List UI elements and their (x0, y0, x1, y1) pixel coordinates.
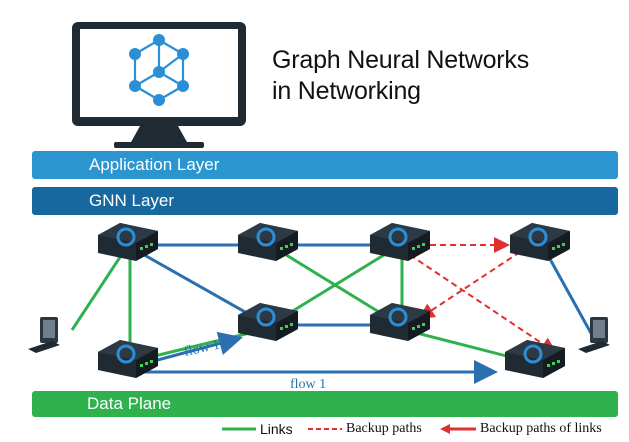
router-icon-3 (368, 221, 432, 263)
network-topology: flow 1 flow 1 (28, 221, 610, 392)
legend-backup-paths: Backup paths (308, 419, 422, 439)
backup-path-r3-r7 (409, 254, 557, 354)
legend-backup-paths-label: Backup paths (346, 421, 422, 436)
flow-label-upper: flow 1 (183, 338, 222, 360)
legend-backup-paths-of-links-label: Backup paths of links (480, 421, 602, 436)
title-line-1: Graph Neural Networks (272, 46, 530, 74)
legend-links: Links (222, 419, 293, 439)
router-icon-8 (503, 338, 567, 380)
link-green-r1-pcleft (70, 244, 130, 331)
flow-upper-arrow (149, 331, 243, 364)
legend-backup-paths-of-links: Backup paths of links (440, 419, 602, 439)
legend-red-dashed-icon (308, 428, 342, 430)
router-icon-5 (236, 301, 300, 343)
title-line-2: in Networking (272, 77, 421, 105)
gnn-layer-bar: GNN Layer (32, 187, 618, 215)
legend-red-arrow-icon (440, 424, 476, 434)
router-icon-1 (96, 221, 160, 263)
data-plane-bar: Data Plane (32, 391, 618, 417)
legend: Links Backup paths Backup paths of links (222, 419, 622, 439)
router-icon-4 (508, 221, 572, 263)
flow-label-lower: flow 1 (290, 377, 326, 392)
application-layer-bar: Application Layer (32, 151, 618, 179)
diagram-title: Graph Neural Networks in Networking (272, 45, 612, 107)
legend-links-label: Links (260, 421, 293, 437)
backup-path-r8-r5 (418, 251, 521, 320)
legend-green-line-icon (222, 427, 256, 431)
computer-icon-right (578, 317, 610, 353)
link-blue-r8-pcright (543, 249, 594, 336)
computer-icon-left (28, 317, 60, 353)
monitor-graph-icon (72, 22, 246, 148)
